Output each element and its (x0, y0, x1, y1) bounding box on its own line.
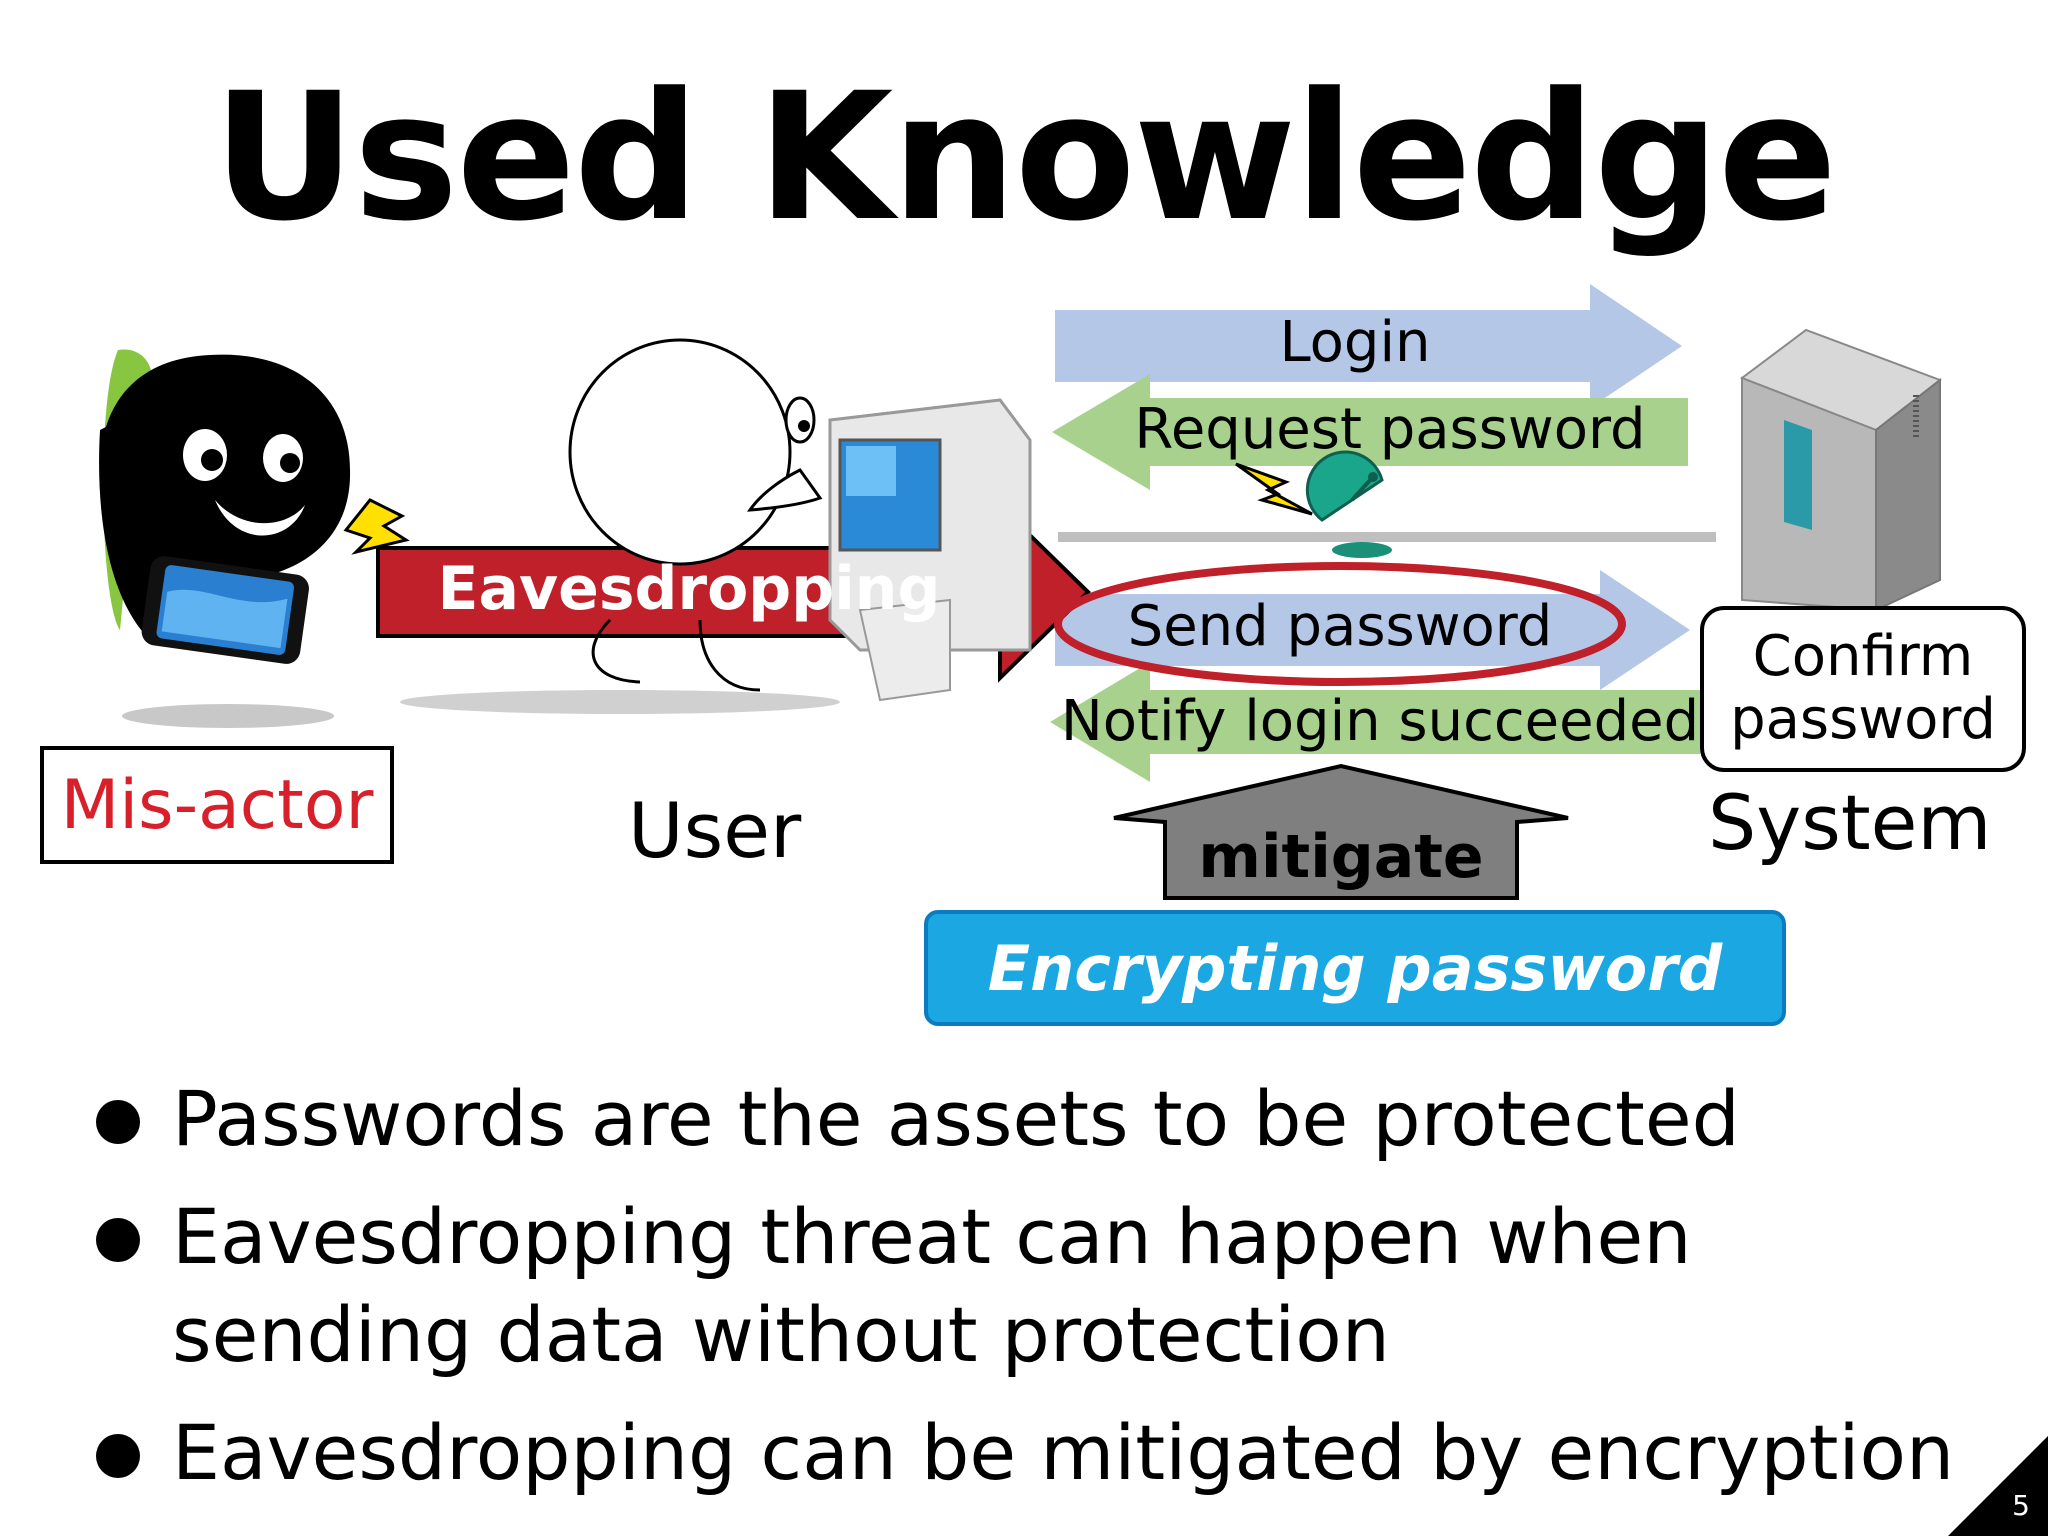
user-label: User (628, 786, 802, 875)
satellite-dish-icon (1305, 450, 1392, 558)
bullet-dot-icon (96, 1100, 140, 1144)
lightning-icon-dish (1235, 462, 1313, 516)
slide-title: Used Knowledge (212, 55, 1838, 260)
misactor-label: Mis-actor (60, 765, 374, 845)
bullet-text: Passwords are the assets to be protected (172, 1074, 1740, 1163)
bullet-text: Eavesdropping threat can happen when sen… (172, 1192, 1692, 1379)
bullet-item: Eavesdropping can be mitigated by encryp… (96, 1404, 1996, 1502)
misactor-character (99, 349, 351, 728)
confirm-line-1: Confirm (1752, 624, 1974, 690)
highlight-ellipse (1054, 562, 1626, 686)
request-password-arrow (1052, 374, 1688, 490)
mitigate-arrow (1113, 763, 1569, 900)
bullet-dot-icon (96, 1434, 140, 1478)
encrypting-password-label: Encrypting password (987, 931, 1723, 1005)
network-line (1058, 532, 1716, 542)
system-label: System (1708, 778, 1992, 867)
mitigate-label: mitigate (1198, 822, 1484, 892)
page-number: 5 (2012, 1489, 2030, 1522)
user-character (400, 338, 1032, 714)
eavesdropping-label: Eavesdropping (437, 554, 941, 624)
login-arrow (1055, 284, 1682, 408)
encrypting-password-box: Encrypting password (924, 910, 1786, 1026)
server-icon (1739, 328, 1943, 612)
confirm-line-2: password (1730, 687, 1996, 752)
bullet-item: Passwords are the assets to be protected (96, 1070, 1996, 1168)
bullet-text: Eavesdropping can be mitigated by encryp… (172, 1408, 1955, 1497)
request-password-label: Request password (1134, 397, 1646, 462)
page-corner (1948, 1436, 2048, 1536)
bullet-list: Passwords are the assets to be protected… (96, 1070, 1996, 1522)
notify-login-arrow (1050, 662, 1700, 782)
lightning-icon-phone (343, 498, 410, 555)
misactor-label-box: Mis-actor (40, 746, 394, 864)
send-password-arrow (1055, 570, 1690, 690)
notify-login-label: Notify login succeeded (1060, 689, 1700, 754)
login-label: Login (1279, 310, 1431, 375)
bullet-item: Eavesdropping threat can happen when sen… (96, 1188, 1996, 1384)
confirm-password-box: Confirm password (1700, 606, 2026, 772)
send-password-label: Send password (1127, 594, 1553, 659)
bullet-dot-icon (96, 1218, 140, 1262)
